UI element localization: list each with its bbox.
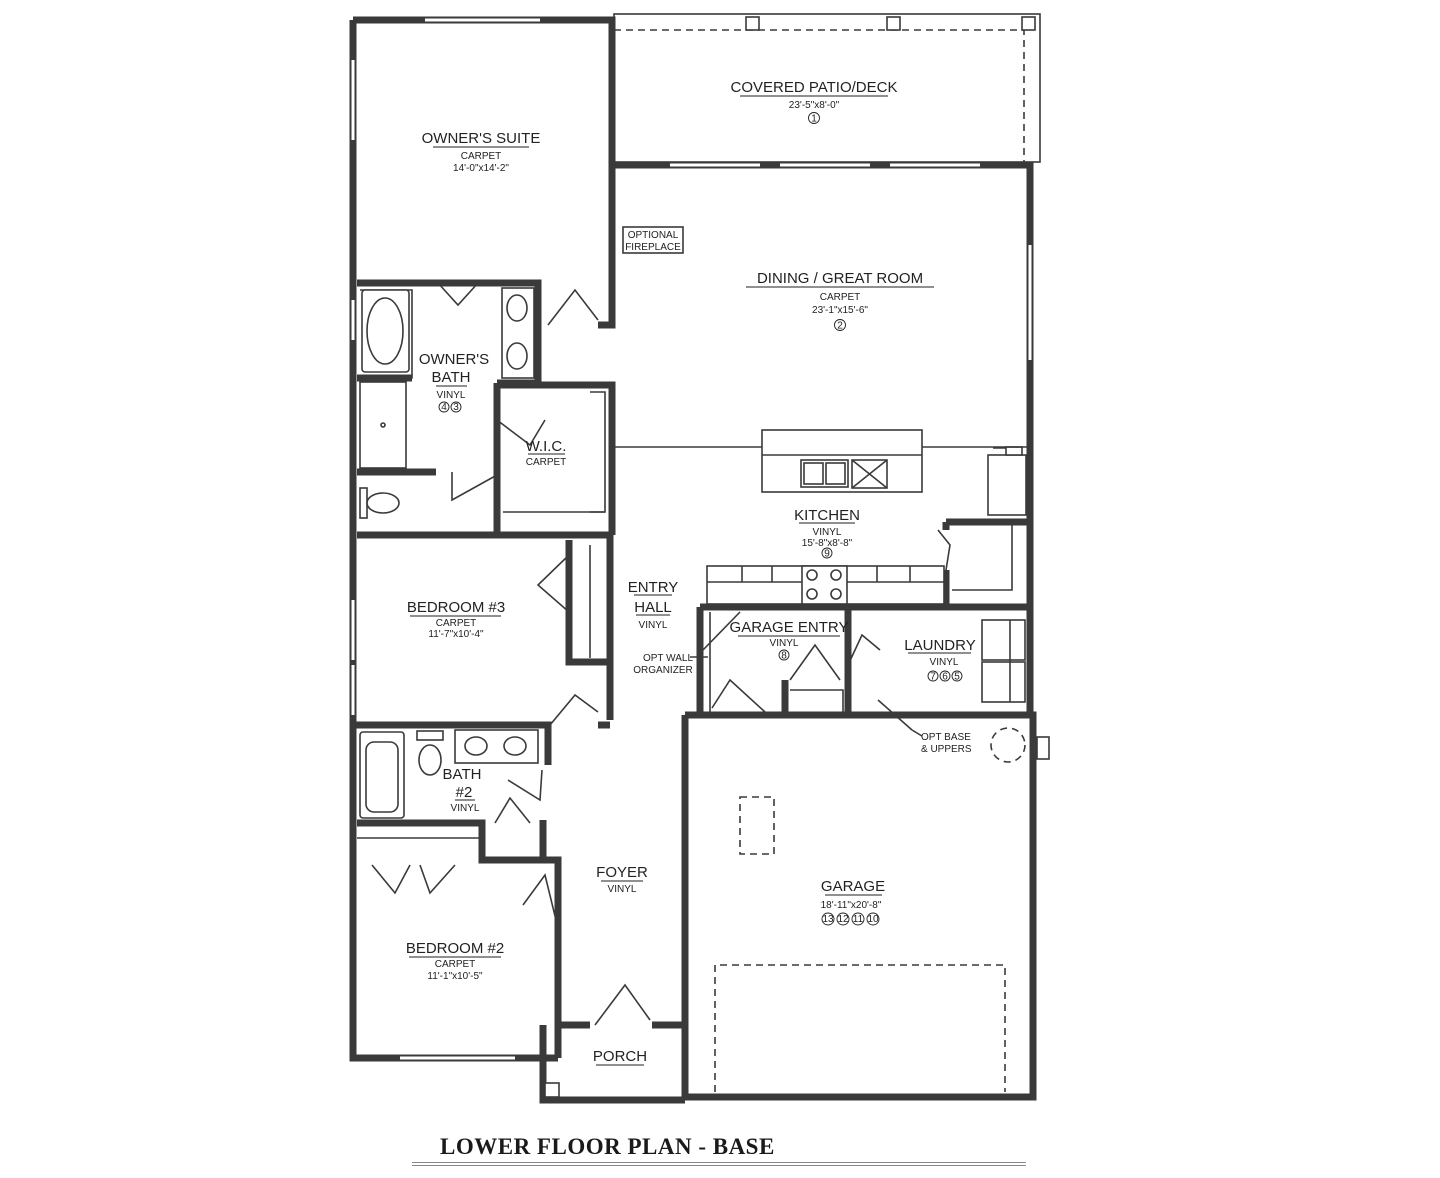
owners-suite-floor: CARPET [461,151,502,162]
entry-hall-label-1: ENTRY [628,579,679,596]
patio-num: 1 [811,114,817,125]
exterior-walls [349,16,1037,1104]
patio-name: COVERED PATIO/DECK [731,79,898,96]
bedroom3-floor: CARPET [436,618,477,629]
owners-bath-num-2: 3 [453,402,459,413]
patio-dims: 23'-5"x8'-0" [789,100,840,111]
kitchen-floor: VINYL [813,527,842,538]
garage-name: GARAGE [821,878,885,895]
wall-organizer-note-1: OPT WALL [643,653,693,664]
bedroom3-dims: 11'-7"x10'-4" [428,629,484,640]
laundry-num-1: 7 [930,672,936,683]
doors [371,282,951,1026]
title-rule-bottom [412,1165,1026,1166]
garage-num-3: 11 [853,914,864,925]
laundry-num-3: 5 [954,672,960,683]
bedroom2-name: BEDROOM #2 [406,940,504,957]
dining-dims: 23'-1"x15'-6" [812,305,868,316]
wic-name: W.I.C. [526,438,567,455]
laundry-floor: VINYL [930,657,959,668]
garage-entry-floor: VINYL [770,638,799,649]
garage-entry-num: 8 [781,651,787,662]
interior-walls [353,279,1030,1058]
kitchen-dims: 15'-8"x8'-8" [802,538,853,549]
kitchen-num: 9 [824,549,830,560]
owners-suite-name: OWNER'S SUITE [422,130,541,147]
bedroom3-name: BEDROOM #3 [407,599,505,616]
bedroom2-dims: 11'-1"x10'-5" [427,971,483,982]
owners-bath-label-2: BATH [432,369,471,386]
owners-bath-floor: VINYL [437,390,466,401]
foyer-floor: VINYL [608,884,637,895]
wall-organizer-note-2: ORGANIZER [633,665,692,676]
entry-hall-label-2: HALL [634,599,672,616]
laundry-name: LAUNDRY [904,637,975,654]
owners-bath-num-1: 4 [441,402,447,413]
bath2-label-1: BATH [443,766,482,783]
fireplace-label-1: OPTIONAL [628,230,679,241]
foyer-name: FOYER [596,864,648,881]
kitchen-fixtures [612,429,1028,605]
dining-floor: CARPET [820,292,861,303]
fireplace-label-2: FIREPLACE [625,242,681,253]
garage-dims: 18'-11"x20'-8" [821,900,882,911]
base-uppers-note-2: & UPPERS [921,744,972,755]
porch-name: PORCH [593,1048,647,1065]
owners-suite-dims: 14'-0"x14'-2" [453,163,509,174]
base-uppers-note-1: OPT BASE [921,732,971,743]
title-rule-top [412,1162,1026,1163]
garage-entry-name: GARAGE ENTRY [730,619,849,636]
windows [351,18,1032,1060]
kitchen-name: KITCHEN [794,507,860,524]
laundry-num-2: 6 [942,672,948,683]
garage-details [544,656,1050,1098]
bedroom2-floor: CARPET [435,959,476,970]
wic-floor: CARPET [526,457,567,468]
dining-num: 2 [837,321,843,332]
owners-bath-label-1: OWNER'S [419,351,489,368]
bath2-floor: VINYL [451,803,480,814]
fixtures [359,287,539,819]
garage-num-4: 10 [867,914,879,925]
optional-fireplace: OPTIONAL FIREPLACE [622,226,684,254]
garage-num-1: 13 [822,914,834,925]
garage-num-2: 12 [837,914,849,925]
bath2-label-2: #2 [456,784,473,801]
entry-hall-floor: VINYL [639,620,668,631]
plan-title: LOWER FLOOR PLAN - BASE [440,1134,775,1159]
dining-name: DINING / GREAT ROOM [757,270,923,287]
